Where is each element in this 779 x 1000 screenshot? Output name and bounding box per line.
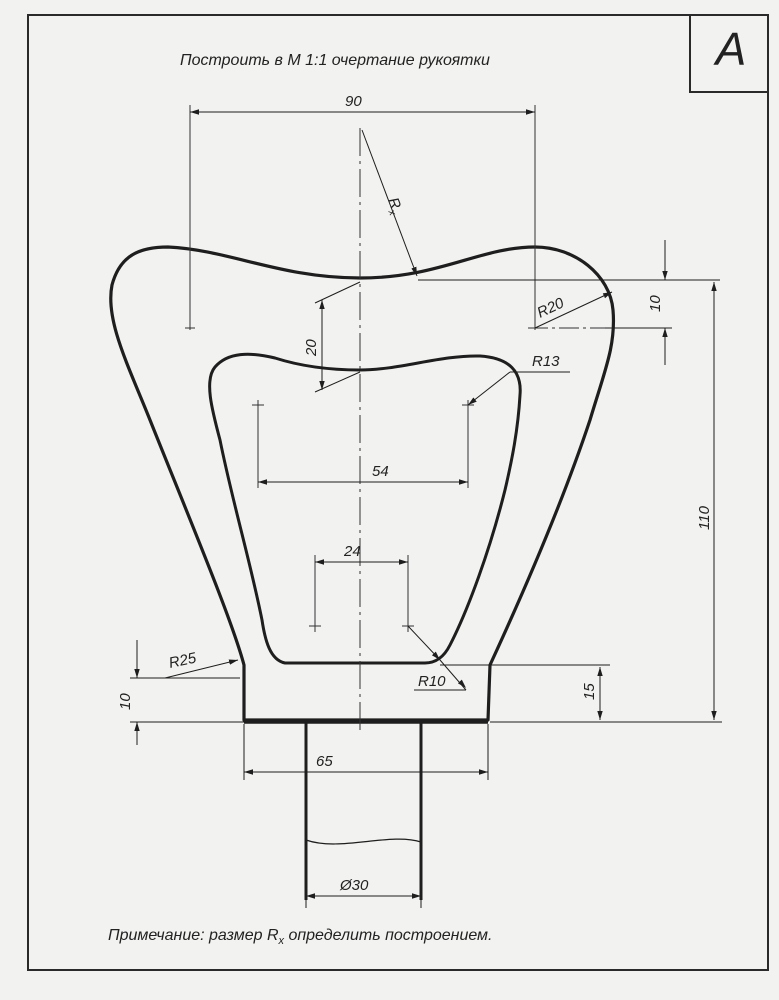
sheet-frame (27, 14, 769, 971)
dim-10-right: 10 (647, 295, 664, 312)
dim-d30: Ø30 (339, 877, 369, 894)
footnote: Примечание: размер Rx определить построе… (108, 927, 492, 947)
dim-r10: R10 (418, 673, 446, 690)
dimension-lines (130, 109, 722, 908)
footnote-sub: x (278, 935, 285, 947)
outer-contour (109, 245, 616, 722)
dim-110: 110 (696, 505, 713, 530)
variant-letter: А (715, 23, 747, 75)
dim-54: 54 (372, 463, 389, 480)
footnote-suffix: определить построением. (284, 927, 493, 944)
center-lines (185, 105, 610, 730)
dim-20: 20 (303, 339, 320, 357)
dim-15: 15 (581, 683, 598, 700)
inner-contour (208, 352, 522, 665)
footnote-prefix: Примечание: размер R (108, 927, 279, 944)
dim-24: 24 (343, 543, 361, 560)
task-title: Построить в М 1:1 очертание рукоятки (180, 52, 490, 69)
variant-box: А (689, 14, 769, 93)
dim-r25: R25 (167, 649, 198, 671)
dim-10-left: 10 (117, 693, 134, 710)
dim-90: 90 (345, 93, 362, 110)
shank (244, 720, 488, 900)
dim-65: 65 (316, 753, 333, 770)
dim-rx-sub: x (385, 208, 398, 219)
dim-r20: R20 (535, 294, 568, 321)
dim-r13: R13 (532, 353, 560, 370)
